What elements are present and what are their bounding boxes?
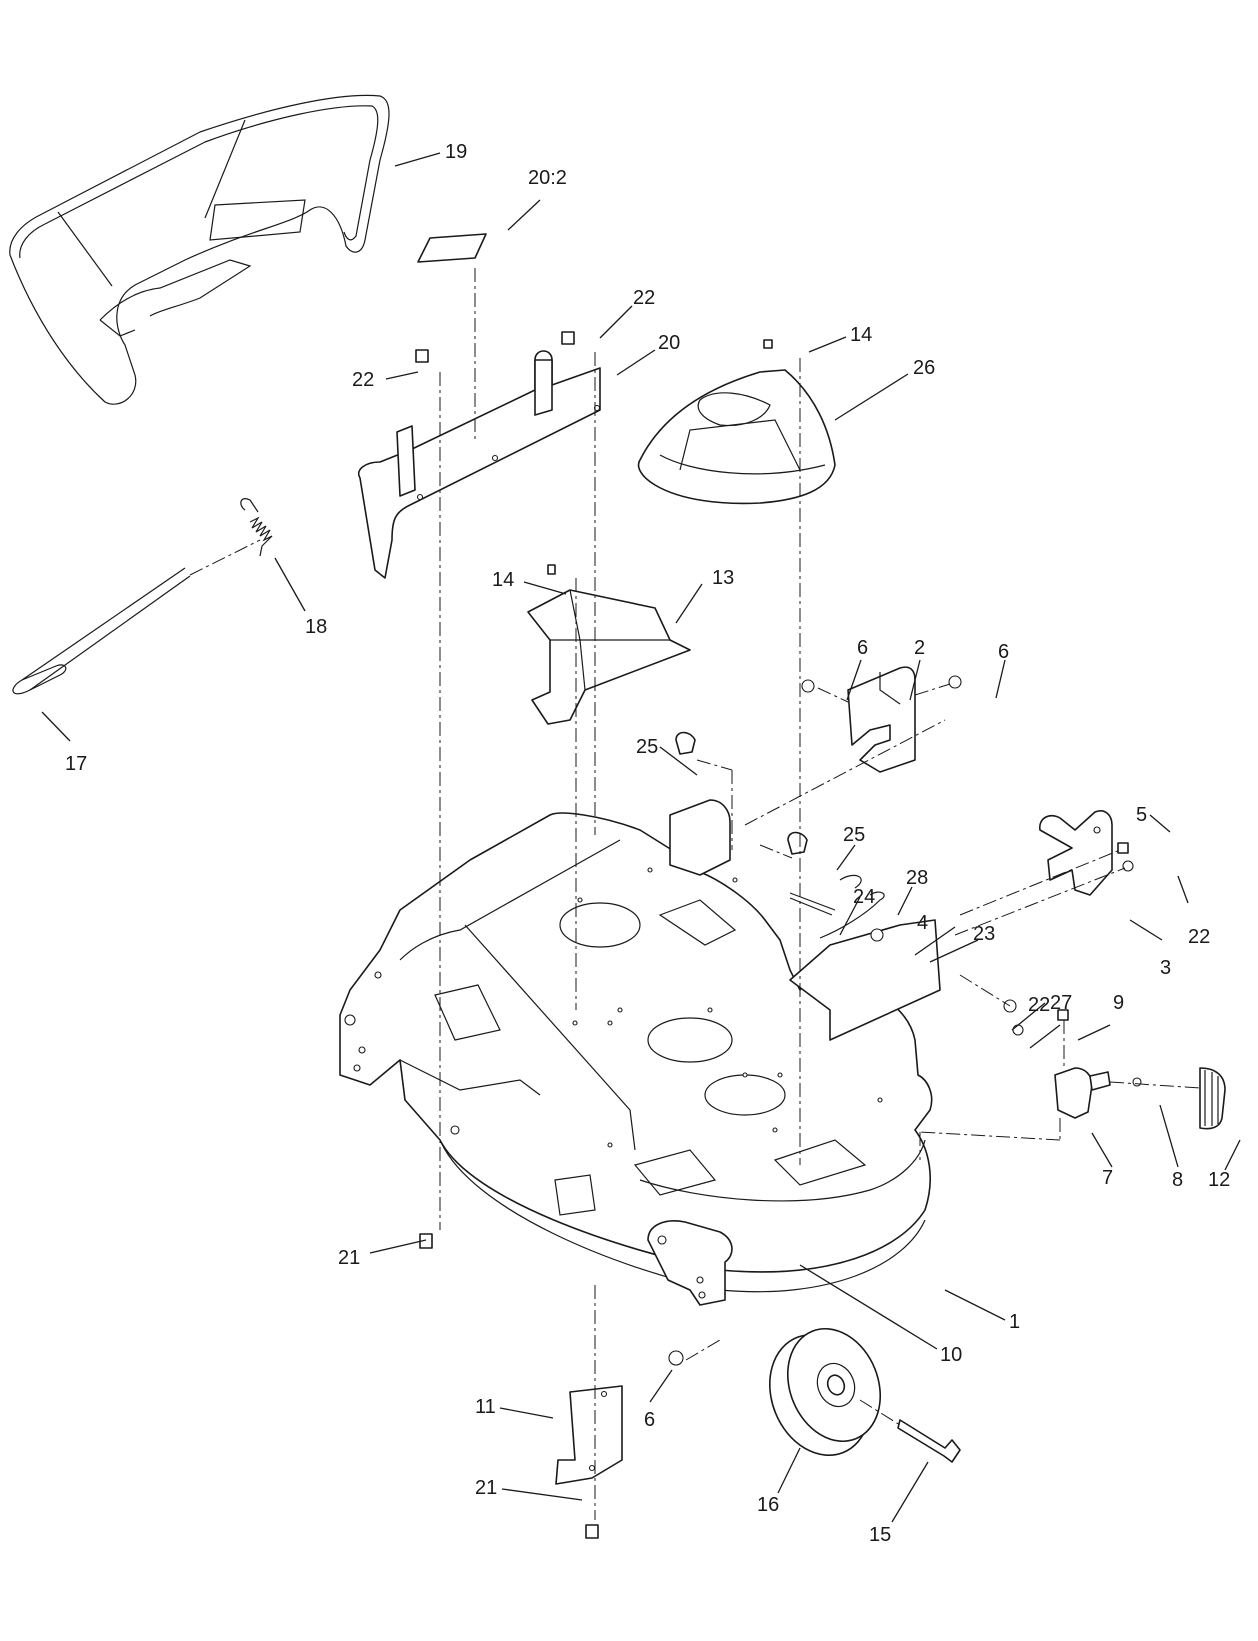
callout-label: 14 [850, 324, 873, 346]
nut-part [948, 675, 962, 689]
latch-bracket-part [847, 666, 916, 773]
callout-label: 1 [1009, 1311, 1021, 1333]
rod-part [12, 567, 191, 695]
callout-label: 18 [305, 616, 328, 638]
callout-label: 6 [998, 641, 1010, 663]
spring-part [240, 498, 273, 557]
callout-label: 6 [857, 637, 869, 659]
callout-label: 22 [352, 369, 375, 391]
callout-label: 8 [1172, 1169, 1184, 1191]
discharge-plate-part [358, 350, 601, 579]
callout-label: 17 [65, 753, 88, 775]
callout-label: 15 [869, 1524, 892, 1546]
callout-label: 24 [853, 886, 876, 908]
mount-bracket-part [1039, 810, 1113, 896]
callout-label: 28 [906, 867, 929, 889]
callout-label: 22 [1188, 926, 1211, 948]
axle-bolt-part [897, 1419, 961, 1463]
callout-label: 3 [1160, 957, 1172, 979]
callout-label: 16 [757, 1494, 780, 1516]
callout-label: 19 [445, 141, 468, 163]
leader-lines [41, 152, 1241, 1523]
nut-part [801, 679, 815, 693]
callout-label: 22 [633, 287, 656, 309]
callout-label: 21 [338, 1247, 361, 1269]
mower-deck-part [339, 812, 933, 1306]
callout-label: 11 [475, 1396, 496, 1418]
callout-label: 2 [914, 637, 926, 659]
bracket-part [527, 589, 691, 725]
callout-label: 25 [636, 736, 659, 758]
callout-label: 20:2 [528, 167, 567, 189]
callout-label: 14 [492, 569, 515, 591]
deck-upright-part [669, 799, 941, 1041]
callout-label: 22 [1028, 994, 1051, 1016]
callout-label: 25 [843, 824, 866, 846]
assembly-lines [189, 268, 1201, 1520]
guard-bracket-part [555, 1385, 623, 1485]
callout-label: 13 [712, 567, 735, 589]
belt-cover-part [637, 369, 836, 505]
callout-label: 6 [644, 1409, 656, 1431]
callout-label: 27 [1050, 992, 1073, 1014]
hardware-part [415, 331, 1142, 1539]
callout-label: 12 [1208, 1169, 1231, 1191]
callout-label: 10 [940, 1344, 963, 1366]
callout-label: 4 [917, 912, 929, 934]
callout-label: 20 [658, 332, 681, 354]
callout-label: 21 [475, 1477, 498, 1499]
callout-label: 23 [973, 923, 996, 945]
cap-part [1199, 1067, 1226, 1130]
callout-label: 9 [1113, 992, 1125, 1014]
grease-fitting-part [1054, 1067, 1111, 1119]
grass-bag-frame-part [9, 94, 390, 405]
decal-part [417, 233, 487, 263]
callout-label: 7 [1102, 1167, 1114, 1189]
callout-label: 26 [913, 357, 936, 379]
wheel-part [768, 1327, 882, 1457]
callout-label: 5 [1136, 804, 1148, 826]
